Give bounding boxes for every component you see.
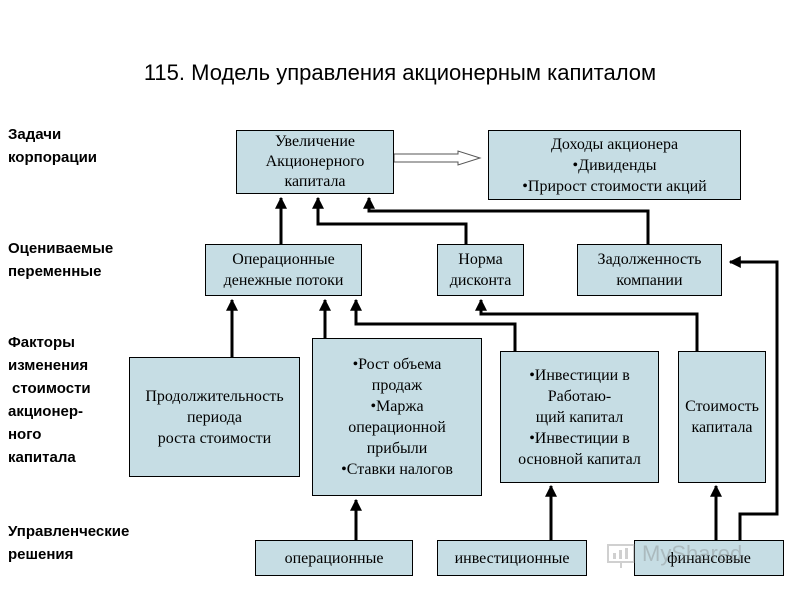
watermark: MyShared	[606, 537, 786, 571]
box-discount-rate: Норма дисконта	[437, 244, 524, 296]
box-company-debt: Задолженность компании	[577, 244, 722, 296]
presentation-icon	[607, 544, 635, 568]
arrow-invest-to-opflows	[350, 298, 517, 351]
box-growth-duration: Продолжительность периода роста стоимост…	[129, 357, 300, 477]
arrow-increase-to-income	[393, 150, 482, 166]
label-corporate-tasks: Задачи корпорации	[8, 126, 98, 166]
page-title: 115. Модель управления акционерным капит…	[143, 60, 657, 85]
arrow-discount-to-increase	[312, 196, 468, 244]
box-capital-increase: Увеличение Акционерного капитала	[236, 130, 394, 194]
arrow-cost-to-discount	[475, 298, 699, 351]
box-operating-factors: •Рост объема продаж •Маржа операционной …	[312, 338, 482, 496]
box-investment-decisions: инвестиционные	[437, 540, 587, 576]
box-investments: •Инвестиции в Работаю- щий капитал •Инве…	[500, 351, 659, 483]
label-evaluated-variables: Оцениваемые переменные	[8, 240, 114, 280]
box-operational-decisions: операционные	[255, 540, 413, 576]
arrow-debt-to-increase	[363, 196, 650, 244]
label-management-decisions: Управленческие решения	[8, 523, 130, 563]
box-operating-cash-flows: Операционные денежные потоки	[205, 244, 362, 296]
box-shareholder-income: Доходы акционера •Дивиденды •Прирост сто…	[488, 130, 741, 200]
watermark-text: MyShared	[642, 541, 743, 566]
label-value-factors: Факторы изменения стоимости акционер- но…	[8, 334, 91, 466]
box-financial-decisions: финансовые	[634, 540, 784, 576]
arrow-financial-to-debt	[728, 256, 779, 540]
box-cost-of-capital: Стоимость капитала	[678, 351, 766, 483]
